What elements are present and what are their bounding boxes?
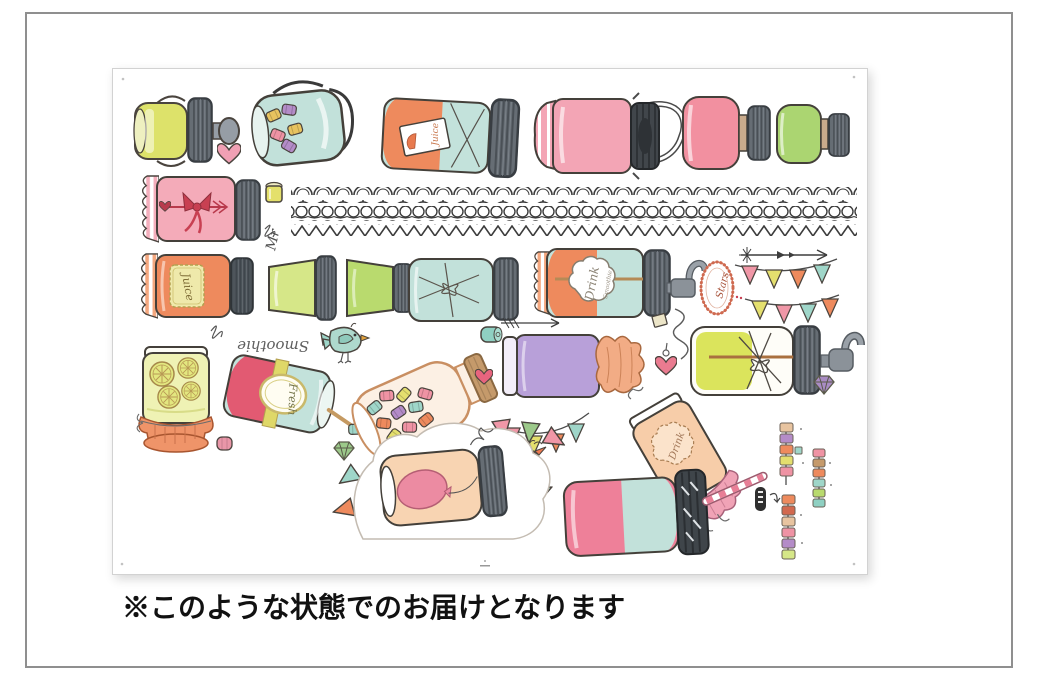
svg-text:Smoothie: Smoothie <box>237 337 309 355</box>
bunting-right <box>734 258 840 324</box>
jar-lemon-slices <box>136 346 214 453</box>
loop-border <box>291 206 857 221</box>
arrow-doodle-2 <box>501 317 560 329</box>
zigzag-border <box>291 224 857 236</box>
jar-yellow-pump <box>690 325 865 396</box>
smoothie-script: Smoothie <box>210 325 309 355</box>
juice-tag-text: Juice <box>431 123 441 148</box>
heart-sticker <box>217 143 241 165</box>
fresh-text: Fresh <box>285 382 299 416</box>
jar-smoothie-pump: Drink Smoothie <box>533 248 709 318</box>
smoothie-jar-smoothie-text: Smoothie <box>602 269 614 299</box>
sticker-sheet-photo: Juice <box>112 68 868 575</box>
sticker-sheet-illustration: Juice <box>120 75 865 567</box>
jar-pink-green-pair <box>682 96 850 170</box>
arrow-doodle-1 <box>739 247 828 263</box>
smoothie-jar-drink-text: Drink <box>582 265 602 302</box>
teal-bird <box>320 322 371 364</box>
jar-teal-twine <box>408 257 519 322</box>
juice-label-text: Juice <box>179 270 197 302</box>
pump-spout <box>666 260 709 298</box>
lace-border <box>291 187 857 203</box>
tiny-black-label <box>755 487 781 511</box>
corner-marks <box>120 75 856 567</box>
teal-roll-candy <box>480 326 503 343</box>
jar-balloon <box>379 427 509 527</box>
cloud-jar-group <box>330 418 570 540</box>
delivery-note-caption: ※このような状態でのお届けとなります <box>122 592 626 623</box>
mr-script: Mr <box>263 224 284 253</box>
jar-orange-juice: Juice <box>140 253 254 319</box>
gem-green <box>333 441 355 461</box>
mini-guide-strips <box>755 422 832 560</box>
jar-pink-bow <box>141 175 261 243</box>
lime-cups <box>268 255 413 321</box>
mini-yellow-jar <box>265 181 283 203</box>
svg-text:Mr: Mr <box>263 227 284 253</box>
jar-juice-tag: Juice <box>380 97 521 179</box>
jar-pink-striped <box>533 92 687 180</box>
jar-yellow-canister <box>133 95 241 167</box>
teabag-doodle <box>651 308 689 376</box>
jar-purple <box>502 334 645 400</box>
jar-bail-candies <box>251 80 354 167</box>
jar-fresh: Fresh <box>222 354 371 439</box>
jar-straw <box>562 468 768 557</box>
stars-label: Stars <box>699 260 735 316</box>
pump-spout <box>820 332 865 372</box>
pink-candy-piece <box>216 436 233 451</box>
